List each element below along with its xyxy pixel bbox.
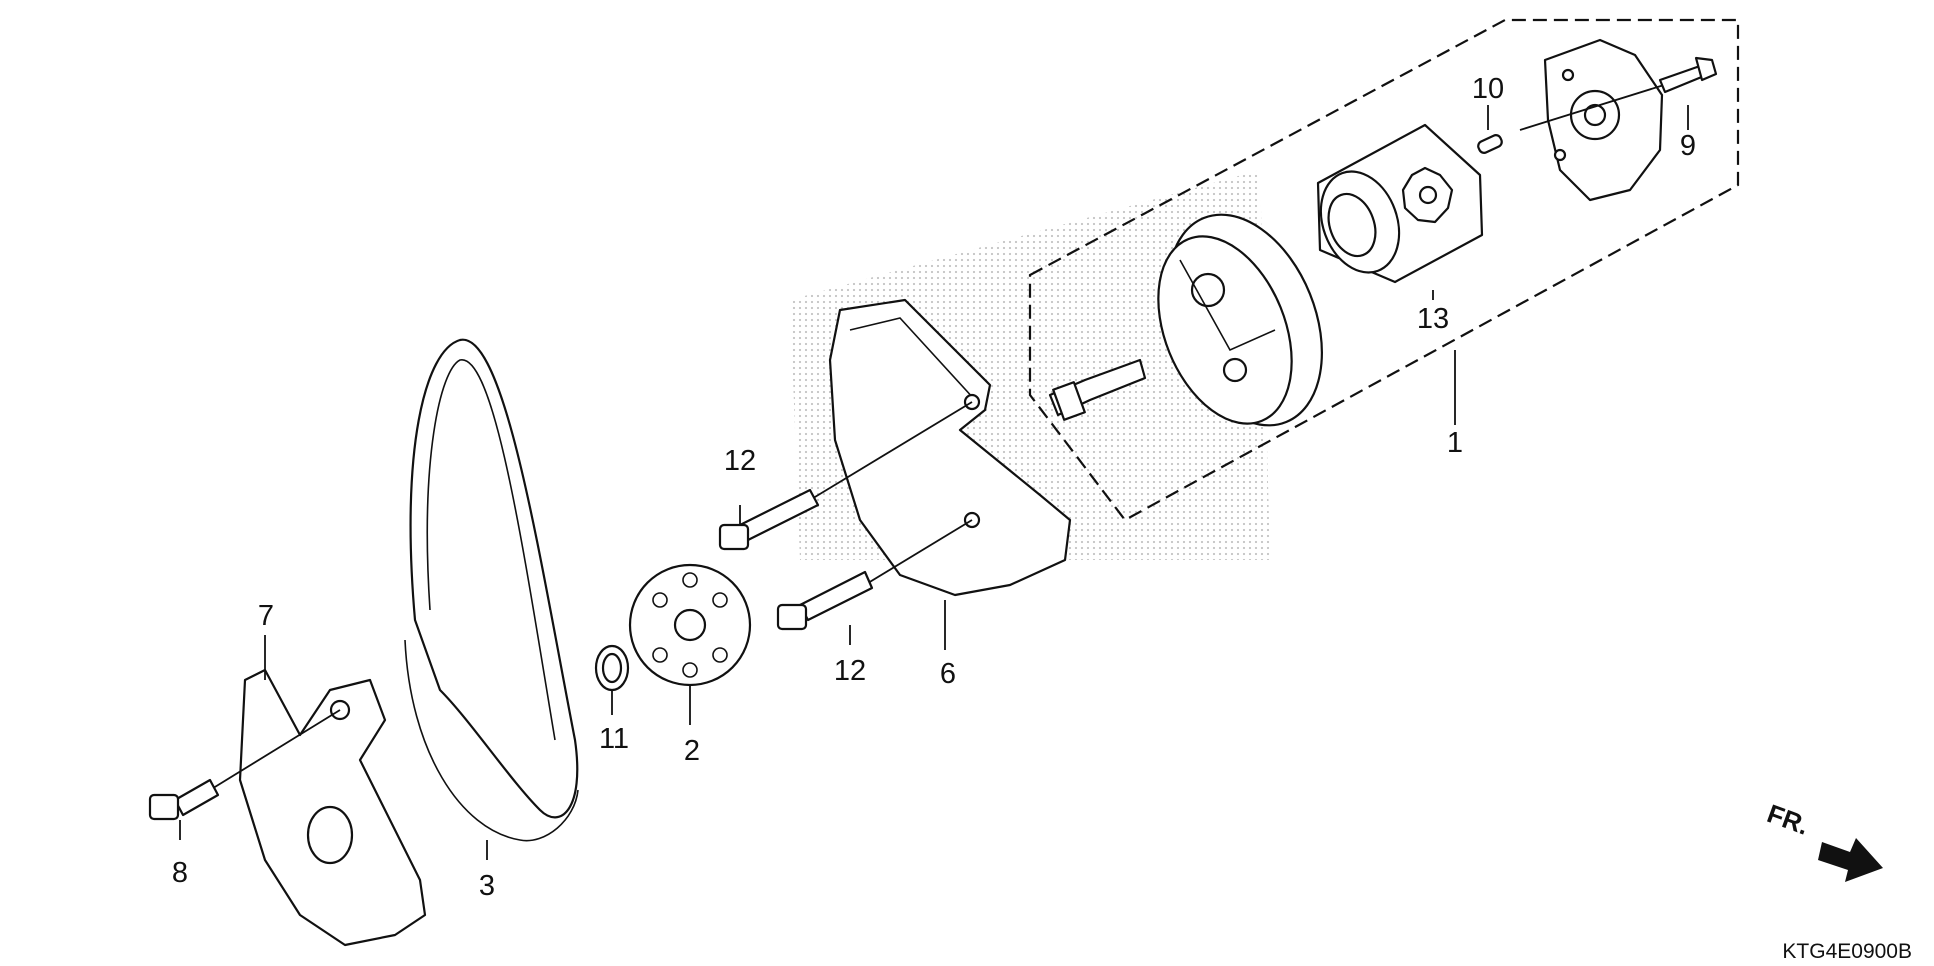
pump-cover (1543, 38, 1664, 202)
front-direction-marker: FR. (1763, 798, 1883, 882)
assembly-outline-1 (1028, 18, 1740, 522)
relief-valve (1048, 358, 1147, 421)
bolt-12-lower (776, 519, 973, 631)
callout-12-lower: 12 (834, 655, 866, 687)
callout-1: 1 (1447, 427, 1463, 459)
callout-10: 10 (1472, 73, 1504, 105)
dowel-pin (1477, 134, 1503, 154)
front-direction-arrow-icon (1818, 838, 1883, 882)
callout-12-upper: 12 (724, 445, 756, 477)
chain-guide-cover (828, 298, 1072, 597)
diagram-code: KTG4E0900B (1782, 940, 1912, 963)
drive-sprocket (628, 563, 752, 687)
callout-8: 8 (172, 857, 188, 889)
callout-6: 6 (940, 658, 956, 690)
callout-11: 11 (599, 723, 629, 755)
pump-rotor-set (1319, 166, 1454, 274)
oil-pump-body (1157, 213, 1323, 427)
drive-chain (404, 338, 579, 842)
callout-2: 2 (684, 735, 700, 767)
front-direction-label: FR. (1763, 798, 1813, 841)
callout-13: 13 (1417, 303, 1449, 335)
callout-9: 9 (1680, 130, 1696, 162)
bolt-8 (148, 709, 341, 821)
callout-3: 3 (479, 870, 495, 902)
lower-guide-plate (238, 668, 427, 947)
bolt-9 (1519, 56, 1718, 131)
callout-7: 7 (258, 600, 274, 632)
callout-leaders (179, 105, 1689, 860)
bolt-12-upper (718, 401, 973, 551)
sprocket-clip (594, 644, 630, 692)
